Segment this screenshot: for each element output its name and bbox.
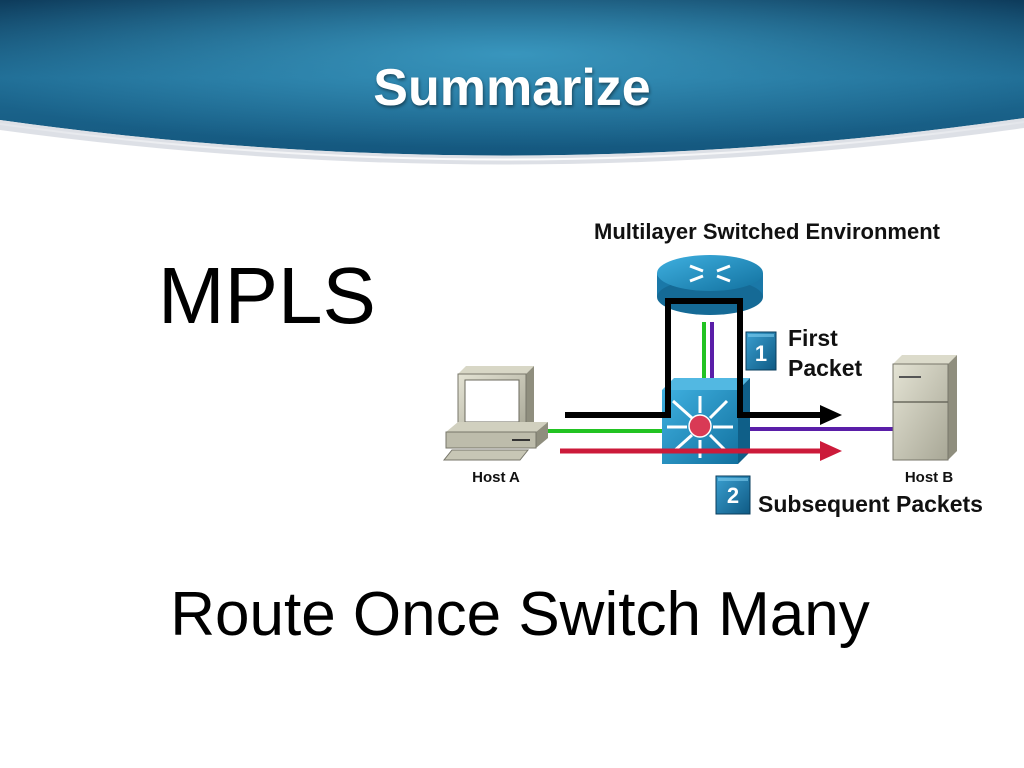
network-diagram: Multilayer Switched Environment (442, 219, 983, 517)
mpls-heading: MPLS (158, 251, 376, 340)
step-2-badge: 2 (715, 475, 751, 515)
step-1-badge: 1 (745, 331, 777, 371)
step-1-label-line2: Packet (788, 355, 863, 381)
host-b-label: Host B (905, 469, 954, 486)
tagline: Route Once Switch Many (170, 580, 870, 649)
router-icon (657, 255, 763, 315)
step-2-label: Subsequent Packets (758, 491, 983, 517)
workstation-icon (442, 366, 548, 461)
slide-title: Summarize (373, 59, 651, 117)
step-1-number: 1 (755, 341, 767, 366)
diagram-title: Multilayer Switched Environment (594, 219, 941, 244)
step-1-label-line1: First (788, 325, 838, 351)
title-banner (0, 0, 1024, 165)
path-red-arrow (560, 441, 842, 461)
step-2-number: 2 (727, 483, 739, 508)
path-black-first-packet (565, 298, 842, 425)
host-a-label: Host A (472, 469, 520, 486)
server-icon (892, 355, 957, 461)
